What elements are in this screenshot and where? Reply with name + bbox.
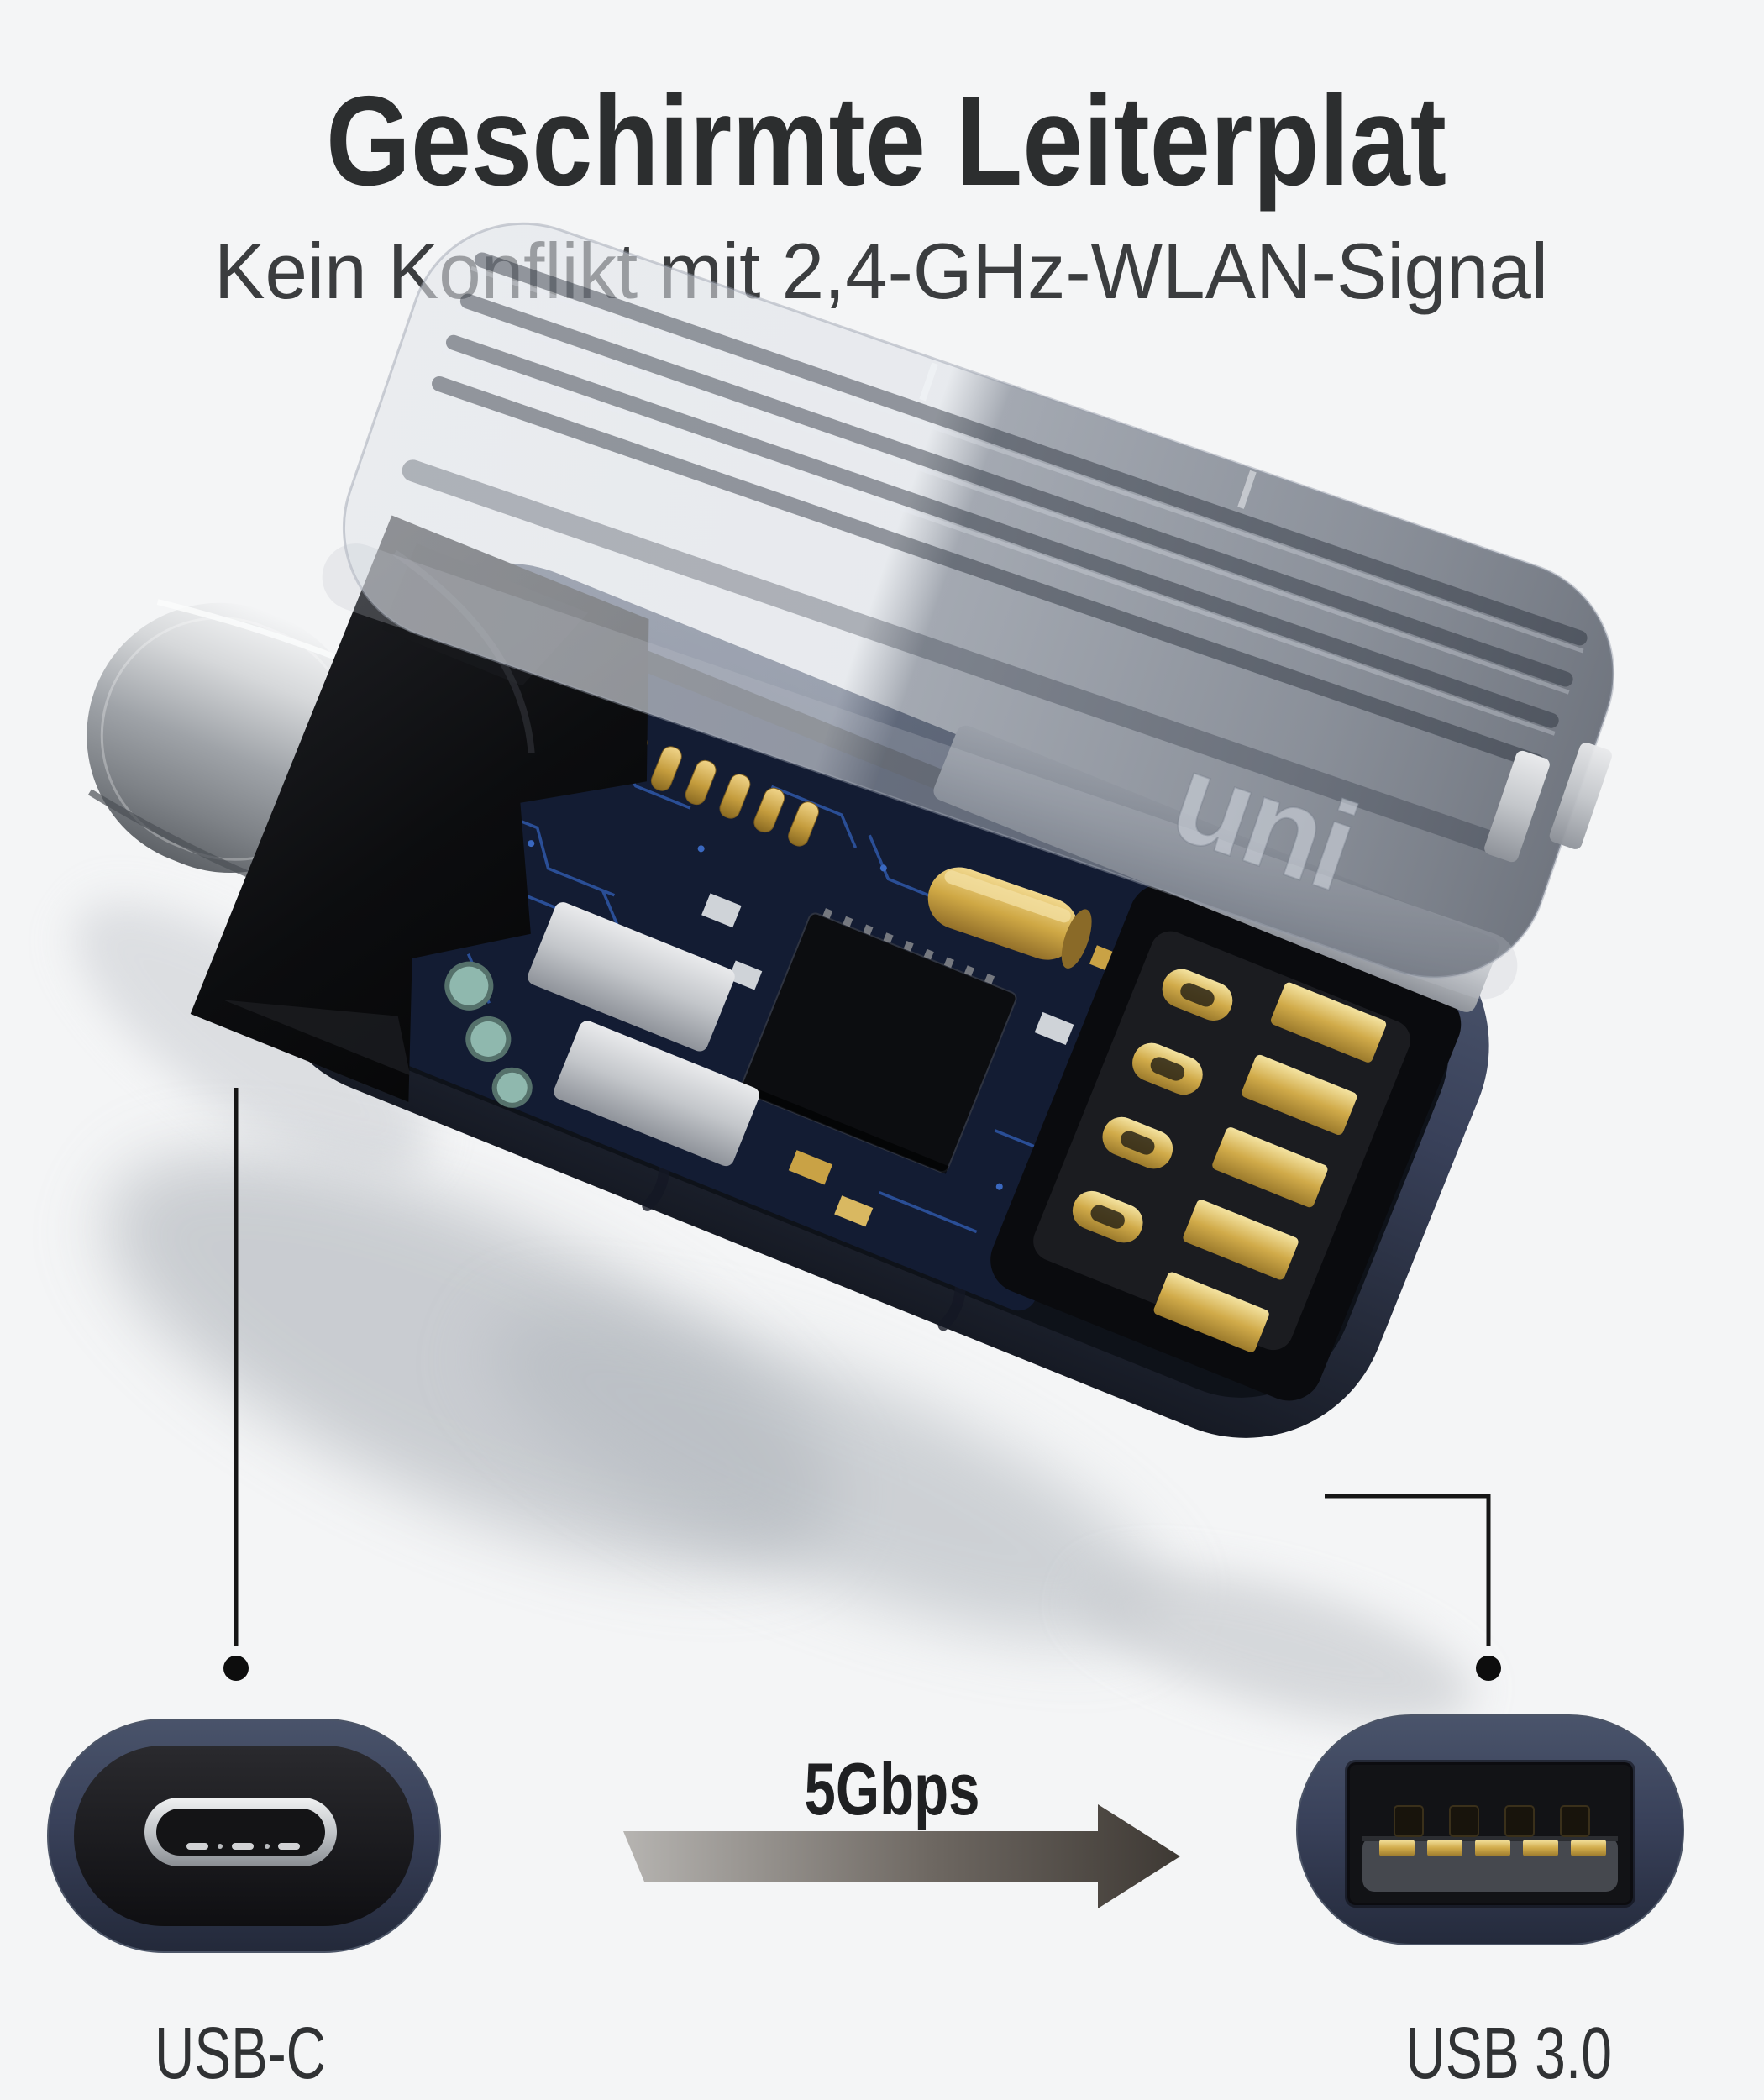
usb-a-ss-contacts — [1394, 1805, 1590, 1837]
usb-a-port-label: USB 3.0 — [1405, 2013, 1612, 2094]
callouts — [234, 1088, 1491, 1646]
gold-spring-contacts — [1072, 969, 1233, 1243]
translucent-cover: uni — [322, 222, 1615, 1000]
speed-label: 5Gbps — [805, 1747, 980, 1830]
usb-c-pins — [186, 1843, 300, 1850]
page-title: Geschirmte Leiterplat — [326, 70, 1446, 213]
gold-inductor — [927, 867, 1092, 969]
usb-a-gold-pins — [1379, 1840, 1606, 1856]
gold-flat-pads — [1153, 982, 1387, 1352]
usb-c-port-icon — [47, 1719, 441, 1953]
controller-chip — [739, 908, 1017, 1174]
ic-block — [528, 902, 735, 1052]
usb-a-contacts — [990, 884, 1462, 1401]
shield-tabs — [1484, 743, 1612, 863]
speed-arrow-icon — [623, 1804, 1180, 1908]
callout-dot-right — [1476, 1656, 1501, 1681]
usb-c-port-label: USB-C — [155, 2013, 326, 2094]
callout-line-right — [1325, 1494, 1491, 1646]
pcb — [372, 633, 1194, 1311]
cover-slats — [402, 252, 1588, 858]
usb-a-port-icon — [1296, 1714, 1684, 1945]
ic-block — [554, 1021, 759, 1167]
callout-dot-left — [223, 1656, 249, 1681]
